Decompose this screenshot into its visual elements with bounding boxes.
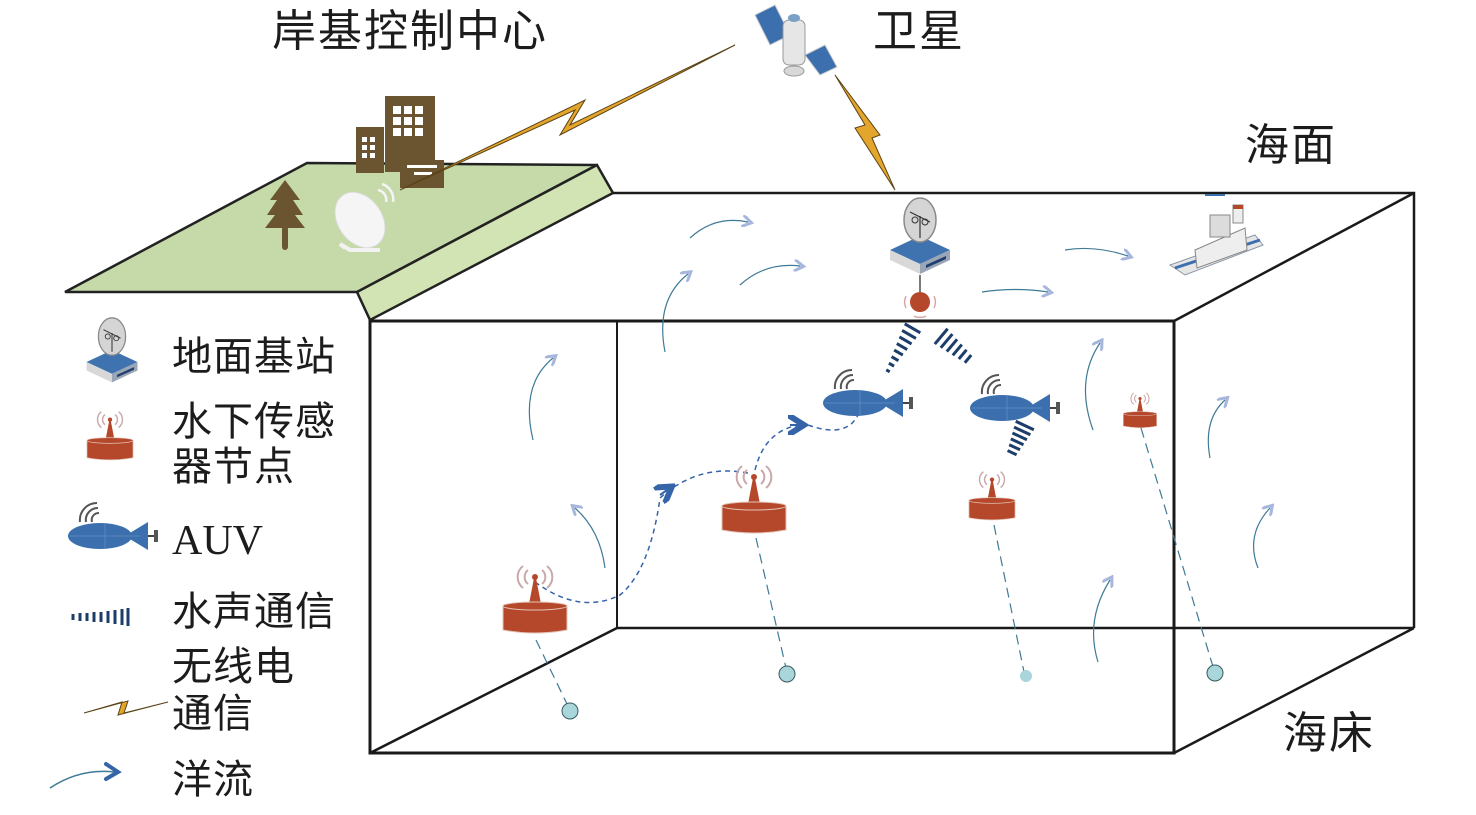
ocean-current-arrow [1252, 508, 1270, 569]
surface-buoy [903, 292, 937, 319]
underwater-sensor-node [1122, 392, 1158, 429]
tree-icon [265, 180, 305, 250]
auv [821, 368, 915, 419]
underwater-sensor-node [721, 465, 787, 534]
legend-sensor-node-label-2: 器节点 [172, 444, 295, 490]
legend-ground-station-label: 地面基站 [172, 334, 336, 380]
acoustic-links [885, 322, 1035, 457]
underwater-sensor-node [502, 565, 568, 634]
acoustic-communication-icon [71, 608, 130, 626]
ocean-current-arrow [689, 220, 748, 239]
anchor [561, 702, 579, 720]
acoustic-signal [885, 322, 922, 374]
control-center-building-icon [356, 96, 444, 188]
ocean-current-arrow [1064, 247, 1128, 256]
ocean-volume-box [368, 191, 1416, 755]
auv-icon [66, 501, 160, 552]
ocean-current-arrow [662, 274, 688, 353]
satellite-label: 卫星 [873, 6, 965, 57]
anchor [778, 665, 796, 683]
ocean-current-arrow [1207, 400, 1225, 459]
seabed-anchors [561, 664, 1224, 720]
anchor [1206, 664, 1224, 682]
legend-sensor-node-label-1: 水下传感 [172, 399, 336, 445]
auv-trajectory [534, 470, 753, 604]
shore-control-center-label: 岸基控制中心 [272, 6, 548, 57]
acoustic-signal [933, 327, 973, 364]
ground-station-icon [85, 317, 139, 384]
ocean-current-arrow [1084, 343, 1100, 431]
surface-ground-station [889, 197, 951, 275]
legend-radio-label-1: 无线电 [172, 644, 295, 690]
anchor [1020, 670, 1032, 682]
ocean-current-arrow [575, 508, 606, 569]
ocean-current-arrow [1093, 580, 1110, 663]
satellite-icon [754, 4, 838, 77]
ocean-currents [528, 220, 1270, 663]
legend-ocean-current-label: 洋流 [172, 757, 254, 803]
auv [968, 373, 1062, 424]
ocean-current-arrow [739, 265, 800, 286]
legend-radio-label-2: 通信 [172, 691, 254, 737]
radio-link-satellite-station [834, 74, 896, 191]
auv-trajectory [754, 409, 861, 471]
sea-surface-label: 海面 [1245, 120, 1337, 171]
shore-dish-icon [334, 182, 395, 252]
ocean-current-arrow [528, 358, 553, 441]
ship-icon [1168, 194, 1264, 276]
underwater-sensor-node-icon [86, 410, 134, 461]
shore-land [64, 161, 615, 322]
radio-link-shore-satellite [399, 44, 736, 191]
legend-auv-label: AUV [172, 518, 263, 564]
auv-trajectory [660, 490, 667, 495]
underwater-sensor-node [968, 470, 1016, 521]
ocean-current-icon [49, 770, 116, 789]
acoustic-signal [1006, 419, 1035, 457]
ocean-current-arrow [981, 290, 1048, 293]
anchor-tethers [535, 427, 1215, 707]
legend-acoustic-label: 水声通信 [172, 589, 336, 635]
ocean-current-icon-head [104, 762, 122, 781]
seabed-label: 海床 [1283, 708, 1375, 759]
radio-communication-icon [83, 700, 169, 716]
